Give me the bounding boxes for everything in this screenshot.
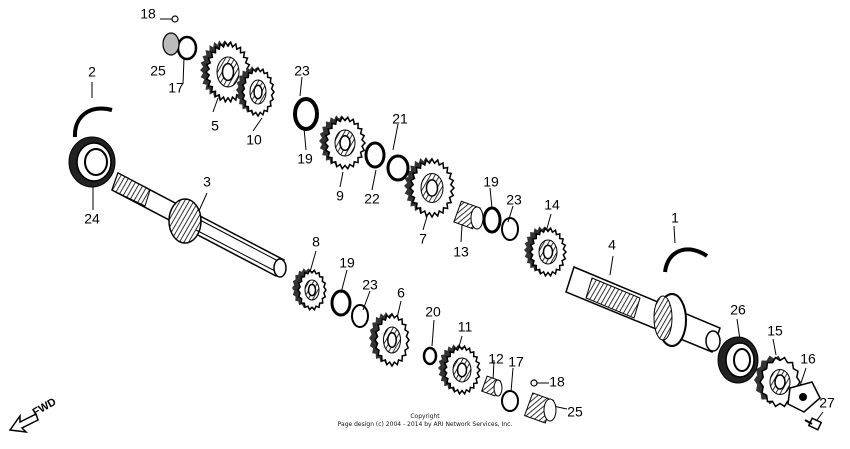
gear-15-bore <box>774 374 786 390</box>
callout-23-mid: 23 <box>506 192 522 208</box>
gear-9 <box>319 115 367 171</box>
leader-lines <box>91 18 824 421</box>
copyright-line-1: Copyright <box>410 413 440 420</box>
callout-22: 22 <box>364 191 380 207</box>
gear-9-bore <box>339 134 351 152</box>
callout-14: 14 <box>544 197 560 213</box>
callout-20: 20 <box>425 304 441 320</box>
callout-5: 5 <box>211 118 219 134</box>
gear-11 <box>438 344 482 396</box>
fwd-indicator: FWD <box>6 392 66 436</box>
callout-27: 27 <box>819 395 835 411</box>
pin-ring-top <box>171 15 179 23</box>
callout-25-lower: 25 <box>567 404 583 420</box>
callout-21: 21 <box>392 111 408 127</box>
callout-25: 25 <box>150 63 166 79</box>
gear-14-bore <box>542 244 554 260</box>
callout-7: 7 <box>419 231 427 247</box>
callout-3: 3 <box>203 174 211 190</box>
gear-8-bore <box>307 283 317 297</box>
gear-7-bore <box>425 179 439 197</box>
countershaft-4 <box>565 265 721 353</box>
gear-7 <box>404 157 456 219</box>
clip-1 <box>663 247 709 273</box>
gear-6 <box>369 312 410 368</box>
callout-16: 16 <box>800 351 816 367</box>
callout-24: 24 <box>84 211 100 227</box>
gear-10-bore <box>253 84 263 100</box>
callout-19: 19 <box>297 151 313 167</box>
gear-11-bore <box>456 362 468 378</box>
callout-1: 1 <box>671 210 679 226</box>
callout-2: 2 <box>88 64 96 80</box>
callout-labels: 1 2 3 4 5 6 7 8 9 10 11 12 13 14 15 16 1… <box>84 6 835 420</box>
gear-8 <box>292 268 327 311</box>
bolt-27 <box>804 417 823 431</box>
callout-18-lower: 18 <box>549 374 565 390</box>
gear-6-bore <box>387 331 397 349</box>
bearing-24 <box>68 136 116 188</box>
copyright-line-2: Page design (c) 2004 - 2014 by ARI Netwo… <box>337 421 513 428</box>
bearing-26 <box>717 336 759 384</box>
washers <box>162 32 519 412</box>
plate-16 <box>787 381 821 413</box>
callout-6: 6 <box>397 285 405 301</box>
callout-10: 10 <box>246 132 262 148</box>
fwd-label: FWD <box>31 396 59 419</box>
copyright-notice: Copyright Page design (c) 2004 - 2014 by… <box>300 413 550 429</box>
callout-9: 9 <box>336 188 344 204</box>
pin-ring-bottom <box>530 379 538 387</box>
callout-23: 23 <box>294 63 310 79</box>
callout-19-lower: 19 <box>339 255 355 271</box>
gear-10 <box>236 66 275 118</box>
callout-26: 26 <box>730 302 746 318</box>
callout-23-lower: 23 <box>362 277 378 293</box>
callout-11: 11 <box>458 319 473 335</box>
callout-15: 15 <box>767 323 783 339</box>
callout-8: 8 <box>312 234 320 250</box>
fwd-arrow-icon: FWD <box>8 396 59 434</box>
callout-18: 18 <box>140 6 156 22</box>
callout-13: 13 <box>453 244 469 260</box>
gear-set <box>200 40 801 408</box>
callout-4: 4 <box>608 237 616 253</box>
mainshaft-3 <box>111 171 287 278</box>
callout-12: 12 <box>488 351 504 367</box>
needle-bearings <box>453 200 557 424</box>
callout-19-mid: 19 <box>483 174 499 190</box>
gear-5-bore <box>221 62 235 82</box>
clip-2 <box>72 106 113 138</box>
callout-17-lower: 17 <box>508 354 524 370</box>
callout-17: 17 <box>168 80 184 96</box>
gear-14 <box>524 226 568 278</box>
